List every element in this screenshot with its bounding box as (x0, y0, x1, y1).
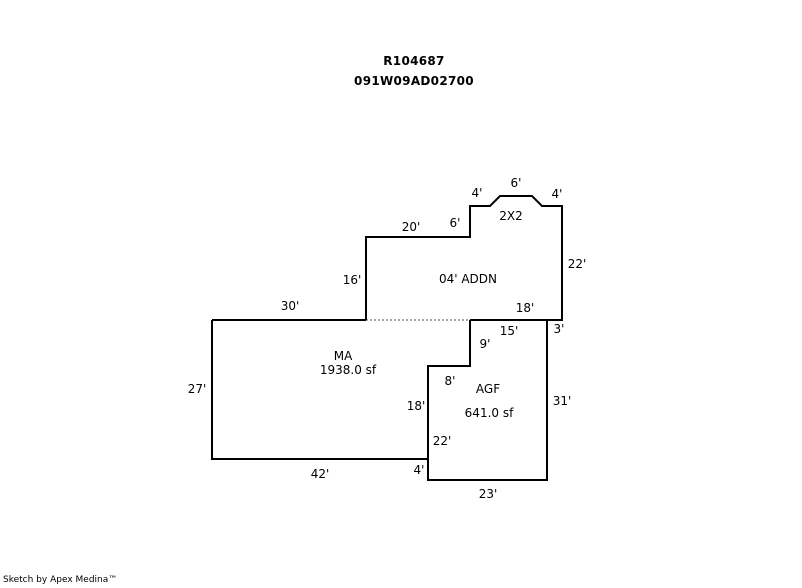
addn-outline (365, 195, 563, 321)
agf-area: 641.0 sf (465, 406, 514, 420)
dim-addn-step: 6' (450, 216, 461, 230)
dim-agf-bottom: 23' (479, 487, 498, 501)
agf-label: AGF (476, 382, 500, 396)
dim-ma-notch-v: 18' (407, 399, 426, 413)
dim-agf-right: 31' (553, 394, 572, 408)
dim-bay-left: 4' (472, 186, 483, 200)
bay-label: 2X2 (499, 209, 523, 223)
dim-addn-bottom: 18' (516, 301, 535, 315)
dim-agf-top: 15' (500, 324, 519, 338)
account-number: R104687 (383, 54, 445, 68)
dim-ma-bottom: 42' (311, 467, 330, 481)
dim-bay-top: 6' (511, 176, 522, 190)
dim-agf-jog: 3' (554, 322, 565, 336)
dim-agf-left: 22' (433, 434, 452, 448)
dim-addn-left: 16' (343, 273, 362, 287)
ma-area: 1938.0 sf (320, 363, 377, 377)
dim-ma-step: 4' (414, 463, 425, 477)
dim-bay-right: 4' (552, 187, 563, 201)
addn-label: 04' ADDN (439, 272, 497, 286)
dim-addn-top: 20' (402, 220, 421, 234)
dim-ma-left: 27' (188, 382, 207, 396)
ma-outline (211, 320, 428, 460)
dim-ma-upper-v: 9' (480, 337, 491, 351)
dim-ma-notch-h: 8' (445, 374, 456, 388)
dim-ma-top: 30' (281, 299, 300, 313)
dim-addn-right: 22' (568, 257, 587, 271)
ma-label: MA (334, 349, 353, 363)
parcel-number: 091W09AD02700 (354, 74, 474, 88)
sketch-credit: Sketch by Apex Medina™ (3, 575, 118, 585)
